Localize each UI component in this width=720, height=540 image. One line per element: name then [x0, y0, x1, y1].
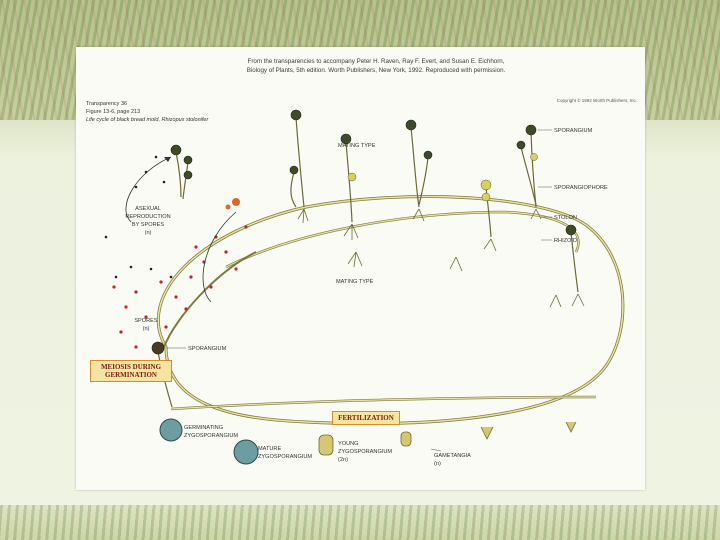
- fertilization-box: FERTILIZATION: [332, 411, 400, 425]
- leader-lines: [166, 129, 552, 452]
- label-mature-1: MATURE: [258, 446, 281, 452]
- label-sporangium-left: SPORANGIUM: [188, 346, 227, 352]
- label-mature-2: ZYGOSPORANGIUM: [258, 454, 312, 460]
- label-spores: SPORES: [134, 318, 158, 324]
- label-germinating-2: ZYGOSPORANGIUM: [184, 433, 238, 439]
- label-young-2: ZYGOSPORANGIUM: [338, 449, 392, 455]
- figure-caption: Life cycle of black bread mold, Rhizopus…: [86, 117, 209, 123]
- label-gametangia-1: GAMETANGIA: [434, 453, 471, 459]
- label-asexual-4: (n): [145, 230, 152, 236]
- life-cycle-diagram: MATING TYPE MATING TYPE SPORANGIUM SPORA…: [104, 109, 625, 467]
- grass-background-bottom: [0, 505, 720, 540]
- label-young-1: YOUNG: [338, 441, 359, 447]
- rhizoids: [297, 208, 585, 308]
- label-gametangia-2: (n): [434, 461, 441, 467]
- label-mating-type-plus: MATING TYPE: [338, 143, 376, 149]
- label-spores-ploidy: (n): [143, 326, 150, 332]
- young-sporangia: [347, 153, 538, 202]
- label-germinating-1: GERMINATING: [184, 425, 223, 431]
- outer-hypha-fill: [157, 195, 624, 425]
- label-sporangiophore: SPORANGIOPHORE: [554, 185, 608, 191]
- figure-header: Transparency 36 Figure 13-6, page 213 Li…: [86, 100, 208, 124]
- label-asexual-3: BY SPORES: [132, 222, 164, 228]
- label-sporangium-top: SPORANGIUM: [554, 128, 593, 134]
- spore-release-arrow: [202, 211, 237, 303]
- bursting-sporangium: [225, 198, 240, 210]
- meiosis-box: MEIOSIS DURING GERMINATION: [90, 360, 172, 382]
- figure-reference: Figure 13-6, page 213: [86, 109, 141, 115]
- label-stolon: STOLON: [554, 215, 577, 221]
- zygosporangia: [159, 418, 577, 465]
- transparency-number: Transparency 36: [86, 101, 128, 107]
- inner-hypha-loop: [225, 210, 580, 269]
- label-young-3: (2n): [338, 457, 348, 463]
- left-hypha: [163, 251, 257, 348]
- label-rhizoid: RHIZOID: [554, 238, 577, 244]
- germination-sporangium: [151, 341, 173, 408]
- sporangiophore-group: [175, 116, 579, 293]
- label-asexual-2: REPRODUCTION: [125, 214, 170, 220]
- sporangia-heads: [170, 109, 577, 236]
- life-cycle-figure: From the transparencies to accompany Pet…: [76, 47, 645, 490]
- asexual-arrow: [125, 156, 172, 223]
- figure-credit: From the transparencies to accompany Pet…: [206, 57, 546, 75]
- credit-line-2: Biology of Plants, 5th edition. Worth Pu…: [246, 67, 506, 74]
- credit-line-1: From the transparencies to accompany Pet…: [247, 58, 505, 65]
- label-asexual-1: ASEXUAL: [135, 206, 161, 212]
- copyright-notice: Copyright © 1992 Worth Publishers, Inc.: [556, 98, 637, 103]
- meiosis-label: MEIOSIS DURING GERMINATION: [100, 363, 162, 379]
- outer-hypha-loop: [156, 195, 625, 426]
- spores: [104, 155, 248, 349]
- label-mating-type-minus: MATING TYPE: [336, 279, 374, 285]
- inner-hypha-fill: [225, 211, 580, 268]
- fertilization-label: FERTILIZATION: [338, 414, 394, 422]
